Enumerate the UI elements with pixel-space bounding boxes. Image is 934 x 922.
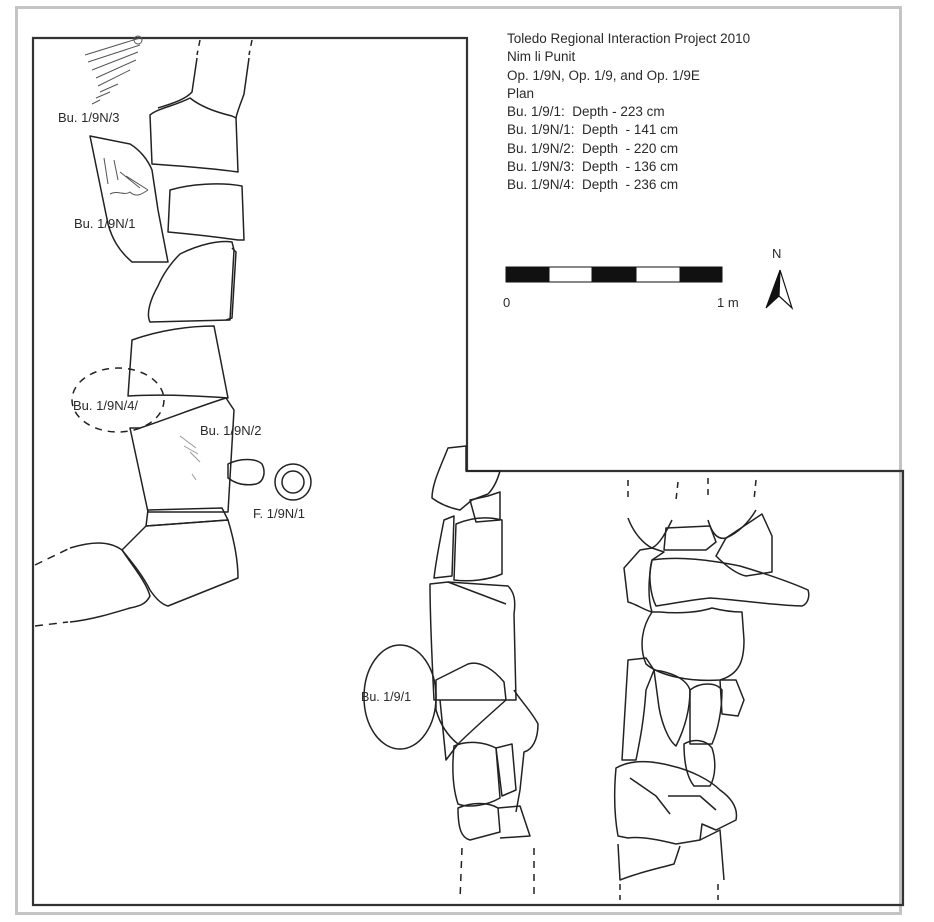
- west-wall-stones: [34, 39, 312, 627]
- legend-view: Plan: [507, 85, 535, 101]
- legend-title: Toledo Regional Interaction Project 2010: [507, 31, 751, 46]
- legend-depth-row: Bu. 1/9N/2: Depth - 220 cm: [507, 140, 679, 156]
- scale-end-label: 1 m: [717, 295, 739, 310]
- label-bu-1-9-1: Bu. 1/9/1: [361, 690, 412, 704]
- legend-operations: Op. 1/9N, Op. 1/9, and Op. 1/9E: [507, 67, 700, 83]
- label-f-1-9n-1: F. 1/9N/1: [253, 506, 306, 521]
- legend: Toledo Regional Interaction Project 2010…: [507, 30, 750, 195]
- legend-depth-row: Bu. 1/9N/1: Depth - 141 cm: [507, 122, 679, 138]
- scale-start-label: 0: [503, 295, 511, 310]
- label-bu-1-9n-4: Bu. 1/9N/4/: [73, 398, 139, 413]
- legend-depth-row: Bu. 1/9N/4: Depth - 236 cm: [507, 177, 679, 193]
- excavation-boundary: [31, 36, 905, 907]
- outer-frame: [15, 6, 902, 915]
- legend-depth-row: Bu. 1/9N/3: Depth - 136 cm: [507, 159, 679, 175]
- east-wall-stones: [613, 478, 810, 900]
- artifact-sketches: [84, 35, 201, 481]
- label-bu-1-9n-3: Bu. 1/9N/3: [58, 110, 120, 125]
- label-bu-1-9n-2: Bu. 1/9N/2: [200, 423, 262, 438]
- north-arrow-icon: [765, 269, 794, 310]
- scale-bar: [505, 266, 723, 283]
- center-wall-stones: [363, 445, 539, 901]
- legend-depth-row: Bu. 1/9/1: Depth - 223 cm: [507, 104, 665, 120]
- legend-site: Nim li Punit: [507, 49, 576, 65]
- north-label: N: [772, 246, 782, 261]
- label-bu-1-9n-1: Bu. 1/9N/1: [74, 216, 136, 231]
